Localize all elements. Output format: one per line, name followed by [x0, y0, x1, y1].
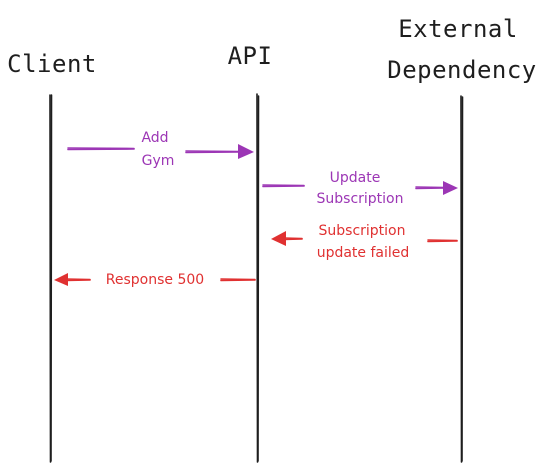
message-update-subscription: Update Subscription	[262, 170, 458, 207]
arrowhead-left-icon	[54, 273, 68, 286]
lifeline-api	[256, 93, 260, 463]
message-update-subscription-label-line1: Update	[330, 170, 381, 186]
arrowhead-right-icon	[443, 181, 458, 195]
lifeline-client	[49, 94, 53, 463]
participant-api-label: API	[228, 42, 273, 70]
lifeline-external	[460, 95, 464, 463]
message-subscription-failed: Subscription update failed	[271, 223, 458, 261]
arrowhead-right-icon	[238, 144, 254, 159]
arrowhead-left-icon	[271, 231, 286, 246]
message-subscription-failed-label-line1: Subscription	[319, 223, 406, 239]
message-add-gym-label-line2: Gym	[142, 153, 175, 169]
message-update-subscription-label-line2: Subscription	[317, 191, 404, 207]
message-response-500-label: Response 500	[106, 272, 204, 288]
participant-external-label-line2: Dependency	[387, 56, 537, 84]
message-add-gym: Add Gym	[67, 130, 254, 169]
message-subscription-failed-label-line2: update failed	[317, 245, 410, 261]
message-response-500: Response 500	[54, 272, 256, 288]
participant-external-label-line1: External	[398, 15, 518, 43]
participant-client-label: Client	[7, 50, 97, 78]
message-add-gym-label-line1: Add	[141, 130, 168, 146]
